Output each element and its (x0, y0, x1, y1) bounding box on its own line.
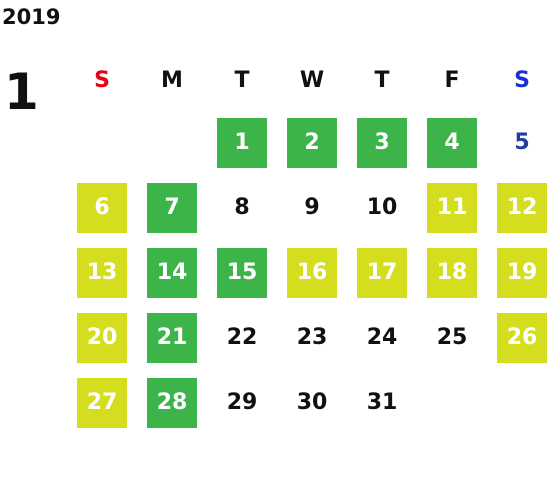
day-cell-2[interactable]: 2 (287, 118, 337, 168)
day-cell-14[interactable]: 14 (147, 248, 197, 298)
calendar-month: 1 (4, 63, 39, 121)
day-cell-17[interactable]: 17 (357, 248, 407, 298)
weekday-monday: M (161, 68, 183, 93)
weekday-friday: F (444, 68, 460, 93)
day-cell-16[interactable]: 16 (287, 248, 337, 298)
day-cell-29[interactable]: 29 (226, 390, 258, 415)
day-cell-6[interactable]: 6 (77, 183, 127, 233)
day-cell-15[interactable]: 15 (217, 248, 267, 298)
day-cell-4[interactable]: 4 (427, 118, 477, 168)
weekday-wednesday: W (299, 68, 325, 93)
day-cell-30[interactable]: 30 (296, 390, 328, 415)
day-cell-9[interactable]: 9 (304, 195, 320, 220)
day-cell-23[interactable]: 23 (296, 325, 328, 350)
day-cell-5[interactable]: 5 (514, 130, 530, 155)
day-cell-18[interactable]: 18 (427, 248, 477, 298)
day-cell-31[interactable]: 31 (366, 390, 398, 415)
weekday-saturday: S (514, 68, 530, 93)
day-cell-12[interactable]: 12 (497, 183, 547, 233)
calendar-year: 2019 (2, 5, 61, 29)
day-cell-10[interactable]: 10 (366, 195, 398, 220)
day-cell-7[interactable]: 7 (147, 183, 197, 233)
day-cell-22[interactable]: 22 (226, 325, 258, 350)
day-cell-25[interactable]: 25 (436, 325, 468, 350)
day-cell-13[interactable]: 13 (77, 248, 127, 298)
weekday-tuesday: T (234, 68, 250, 93)
day-cell-21[interactable]: 21 (147, 313, 197, 363)
day-cell-24[interactable]: 24 (366, 325, 398, 350)
day-cell-26[interactable]: 26 (497, 313, 547, 363)
weekday-thursday: T (374, 68, 390, 93)
day-cell-28[interactable]: 28 (147, 378, 197, 428)
day-cell-27[interactable]: 27 (77, 378, 127, 428)
day-cell-20[interactable]: 20 (77, 313, 127, 363)
day-cell-8[interactable]: 8 (234, 195, 250, 220)
day-cell-11[interactable]: 11 (427, 183, 477, 233)
day-cell-19[interactable]: 19 (497, 248, 547, 298)
day-cell-3[interactable]: 3 (357, 118, 407, 168)
day-cell-1[interactable]: 1 (217, 118, 267, 168)
weekday-sunday: S (94, 68, 110, 93)
